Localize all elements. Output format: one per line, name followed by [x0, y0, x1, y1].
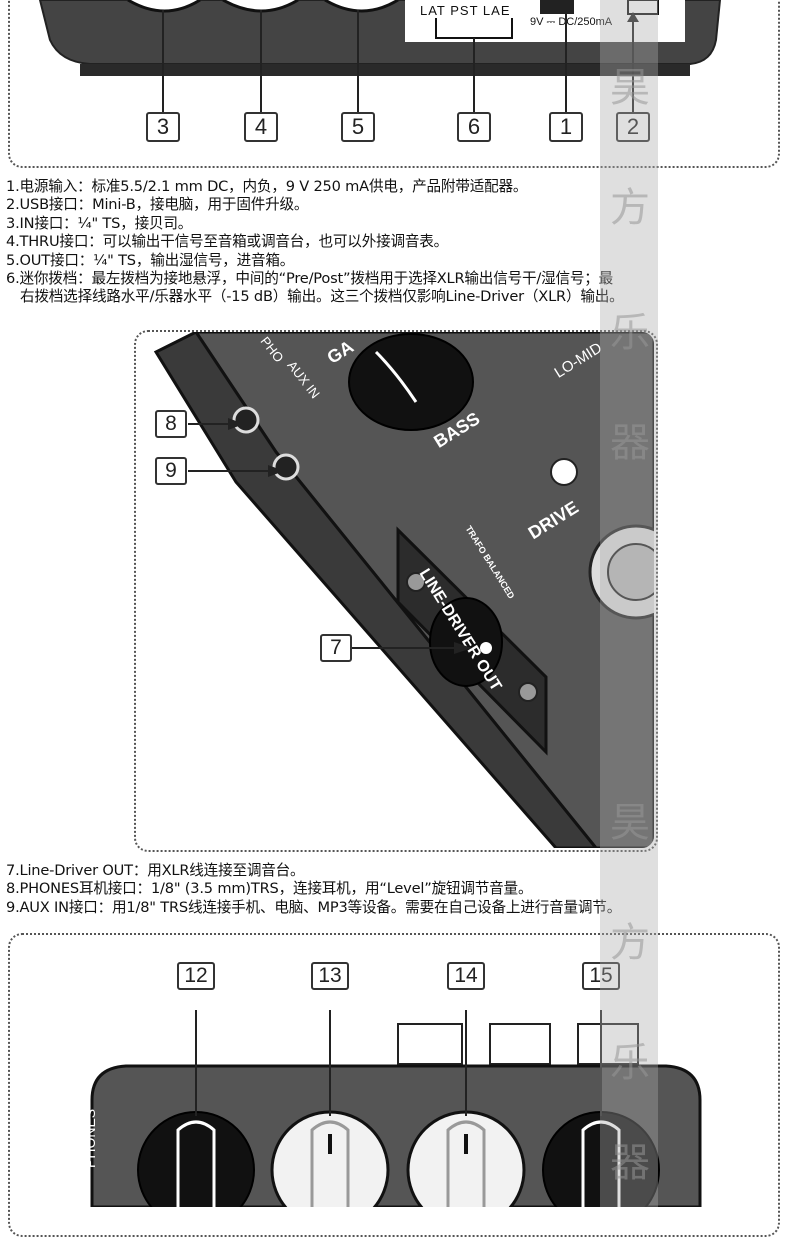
mini-switch-label: LAT PST LAE [420, 3, 511, 18]
callout-15: 15 [582, 962, 620, 990]
desc-line-6-cont: 右拨档选择线路水平/乐器水平（-15 dB）输出。这三个拨档仅影响Line-Dr… [20, 288, 624, 306]
watermark-char: 昊 [610, 800, 650, 846]
middle-diagram-frame [134, 330, 658, 852]
panel2-leader-lines [188, 418, 472, 654]
watermark-char: 乐 [610, 1040, 650, 1086]
callout-5: 5 [341, 112, 375, 142]
watermark-char: 乐 [610, 310, 650, 356]
power-label: 9V ⎓ DC/250mA [530, 16, 613, 28]
desc-line-5: 5.OUT接口：¼" TS，输出湿信号，进音箱。 [6, 251, 295, 269]
top-diagram-frame [8, 0, 780, 168]
watermark-char: 方 [610, 920, 650, 966]
desc-line-6: 6.迷你拨档：最左拨档为接地悬浮，中间的“Pre/Post”拨档用于选择XLR输… [6, 270, 614, 288]
watermark-char: 方 [610, 185, 650, 231]
connector-descriptions-2: 7.Line-Driver OUT：用XLR线连接至调音台。 8.PHONES耳… [6, 862, 784, 917]
callout-6: 6 [457, 112, 491, 142]
callout-8: 8 [155, 410, 187, 438]
callout-3: 3 [146, 112, 180, 142]
desc-line-3: 3.IN接口：¼" TS，接贝司。 [6, 214, 193, 232]
callout-2: 2 [616, 112, 650, 142]
callout-1: 1 [549, 112, 583, 142]
callout-9: 9 [155, 457, 187, 485]
watermark-strip [600, 0, 658, 1207]
watermark-char: 昊 [610, 65, 650, 111]
callout-7: 7 [320, 634, 352, 662]
desc-line-4: 4.THRU接口：可以输出干信号至音箱或调音台，也可以外接调音表。 [6, 233, 449, 251]
desc-line-2: 2.USB接口：Mini-B，接电脑，用于固件升级。 [6, 196, 309, 214]
phones-label-bottom: PHONES [82, 1108, 98, 1168]
desc-line-1: 1.电源输入：标准5.5/2.1 mm DC，内负，9 V 250 mA供电，产… [6, 178, 528, 195]
watermark-char: 器 [610, 420, 650, 466]
watermark-char: 器 [610, 1140, 650, 1186]
connector-descriptions-1: 1.电源输入：标准5.5/2.1 mm DC，内负，9 V 250 mA供电，产… [6, 178, 784, 307]
bottom-device-illustration [90, 1010, 702, 1207]
desc-line-8: 8.PHONES耳机接口：1/8" (3.5 mm)TRS，连接耳机，用“Lev… [6, 880, 533, 898]
desc-line-9: 9.AUX IN接口：用1/8" TRS线连接手机、电脑、MP3等设备。需要在自… [6, 898, 622, 916]
middle-device-illustration [153, 332, 654, 848]
callout-4: 4 [244, 112, 278, 142]
desc-line-7: 7.Line-Driver OUT：用XLR线连接至调音台。 [6, 862, 305, 879]
callout-12: 12 [177, 962, 215, 990]
callout-14: 14 [447, 962, 485, 990]
top-device-illustration [38, 0, 722, 76]
callout-13: 13 [311, 962, 349, 990]
panel1-leader-lines [162, 2, 639, 112]
